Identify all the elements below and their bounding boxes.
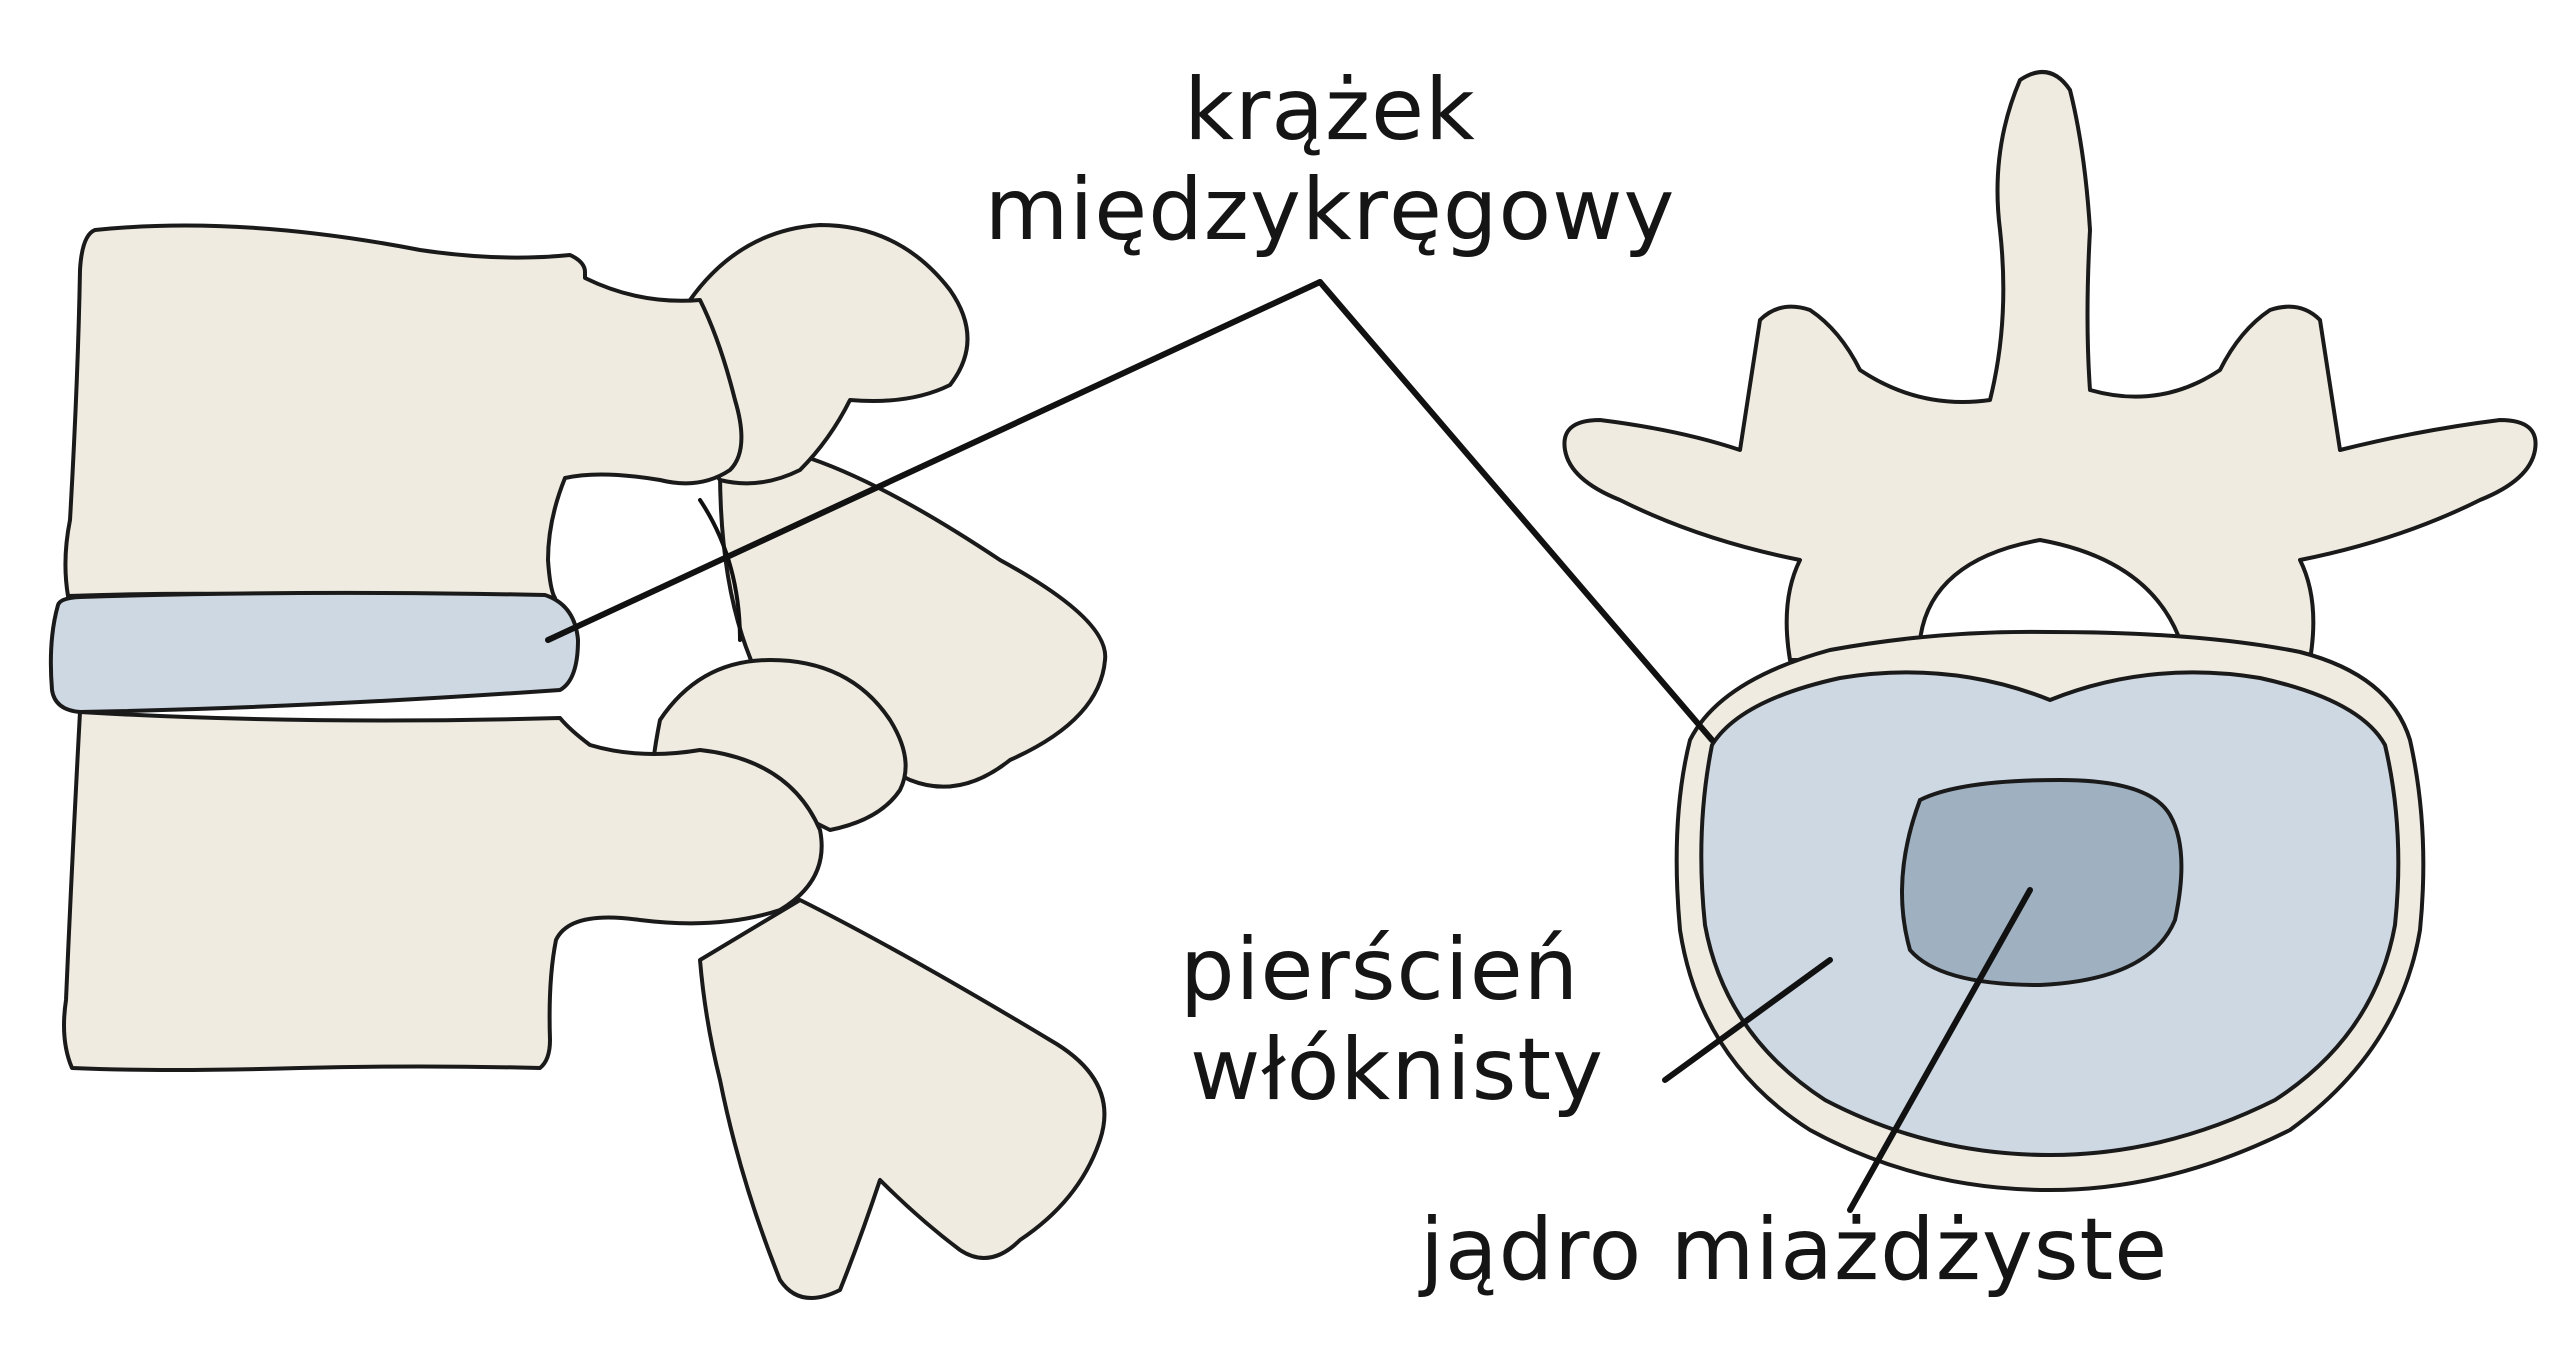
nucleus-label-text: jądro miażdżyste xyxy=(1420,1200,2169,1300)
lateral-view xyxy=(48,223,1108,1300)
upper-articular-process xyxy=(686,223,970,486)
nucleus-pulposus xyxy=(1900,777,2184,988)
disc-label-line2: międzykręgowy xyxy=(984,160,1676,260)
lower-vertebral-body xyxy=(62,710,824,1072)
upper-vertebral-body xyxy=(63,223,744,601)
lower-spinous-process xyxy=(698,898,1107,1300)
lateral-disc xyxy=(48,590,580,714)
disc-label-line1: krążek xyxy=(1184,60,1476,160)
leader-lines xyxy=(545,279,2033,1213)
disc-label: krążek międzykręgowy xyxy=(960,60,1700,260)
leader-annulus xyxy=(1662,957,1833,1083)
lateral-detail-line xyxy=(698,498,742,642)
axial-view xyxy=(1562,70,2538,1192)
annulus-label: pierścień włóknisty xyxy=(1180,920,1680,1120)
nucleus-label: jądro miażdżyste xyxy=(1420,1200,2300,1300)
leader-nucleus xyxy=(1847,887,2033,1213)
spinal-canal xyxy=(1918,538,2182,642)
leader-disc-axial xyxy=(1317,279,1715,743)
annulus-label-line1: pierścień xyxy=(1180,920,1580,1020)
vertebral-arch xyxy=(1562,70,2538,662)
annulus-label-line2: włóknisty xyxy=(1190,1020,1605,1120)
leader-disc-lateral xyxy=(545,279,1323,643)
